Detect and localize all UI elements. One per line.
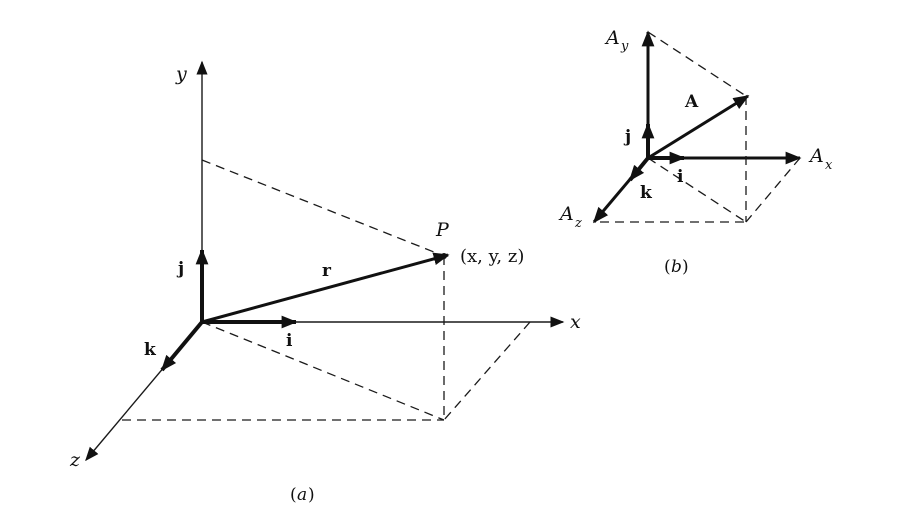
dashed-origin-to-foot [201, 321, 445, 421]
unit-k-label: k [144, 340, 157, 360]
unit-i-label: i [286, 331, 293, 351]
label-az: A z [558, 203, 582, 231]
unit-i-label-b: i [677, 167, 684, 187]
unit-k-label-b: k [640, 183, 653, 203]
dashed-ay-to-a [647, 31, 747, 97]
vector-r-label: r [322, 261, 332, 281]
dashed-y-to-p [201, 159, 445, 257]
svg-text:A: A [808, 145, 824, 167]
x-axis-label: x [570, 311, 581, 333]
svg-text:A: A [604, 27, 620, 49]
dashed-x-to-foot [443, 321, 531, 421]
point-coords-label: (x, y, z) [460, 246, 524, 267]
unit-vector-k-b [628, 156, 650, 182]
unit-j-label-b: j [623, 127, 631, 147]
svg-text:(: ( [664, 257, 671, 277]
z-axis-label: z [69, 449, 81, 471]
figure-a: y x z j i k r P (x, y, z) ( a ) [69, 60, 581, 505]
dashed-ax-to-foot [745, 157, 801, 223]
caption-b-letter: b [671, 257, 682, 277]
y-axis-label: y [175, 63, 187, 85]
position-vector-r [201, 252, 450, 324]
label-ax: A x [808, 145, 833, 173]
caption-b: ( b ) [664, 257, 689, 277]
figure-b: A y A x A z A j i k ( b ) [558, 27, 833, 277]
point-p-label: P [435, 219, 450, 241]
vector-a [647, 94, 750, 160]
svg-text:x: x [825, 158, 833, 173]
svg-text:A: A [558, 203, 574, 225]
svg-text:): ) [308, 485, 315, 505]
svg-text:(: ( [290, 485, 297, 505]
caption-a-letter: a [297, 485, 307, 505]
unit-j-label: j [176, 259, 184, 279]
point-p-dot [441, 253, 447, 259]
vector-a-label: A [684, 92, 699, 112]
unit-vector-k [160, 320, 204, 372]
dashed-origin-to-foot-b [647, 157, 747, 223]
caption-a: ( a ) [290, 485, 315, 505]
svg-text:): ) [682, 257, 689, 277]
svg-text:z: z [574, 216, 582, 231]
svg-text:y: y [620, 39, 629, 54]
label-ay: A y [604, 27, 629, 54]
